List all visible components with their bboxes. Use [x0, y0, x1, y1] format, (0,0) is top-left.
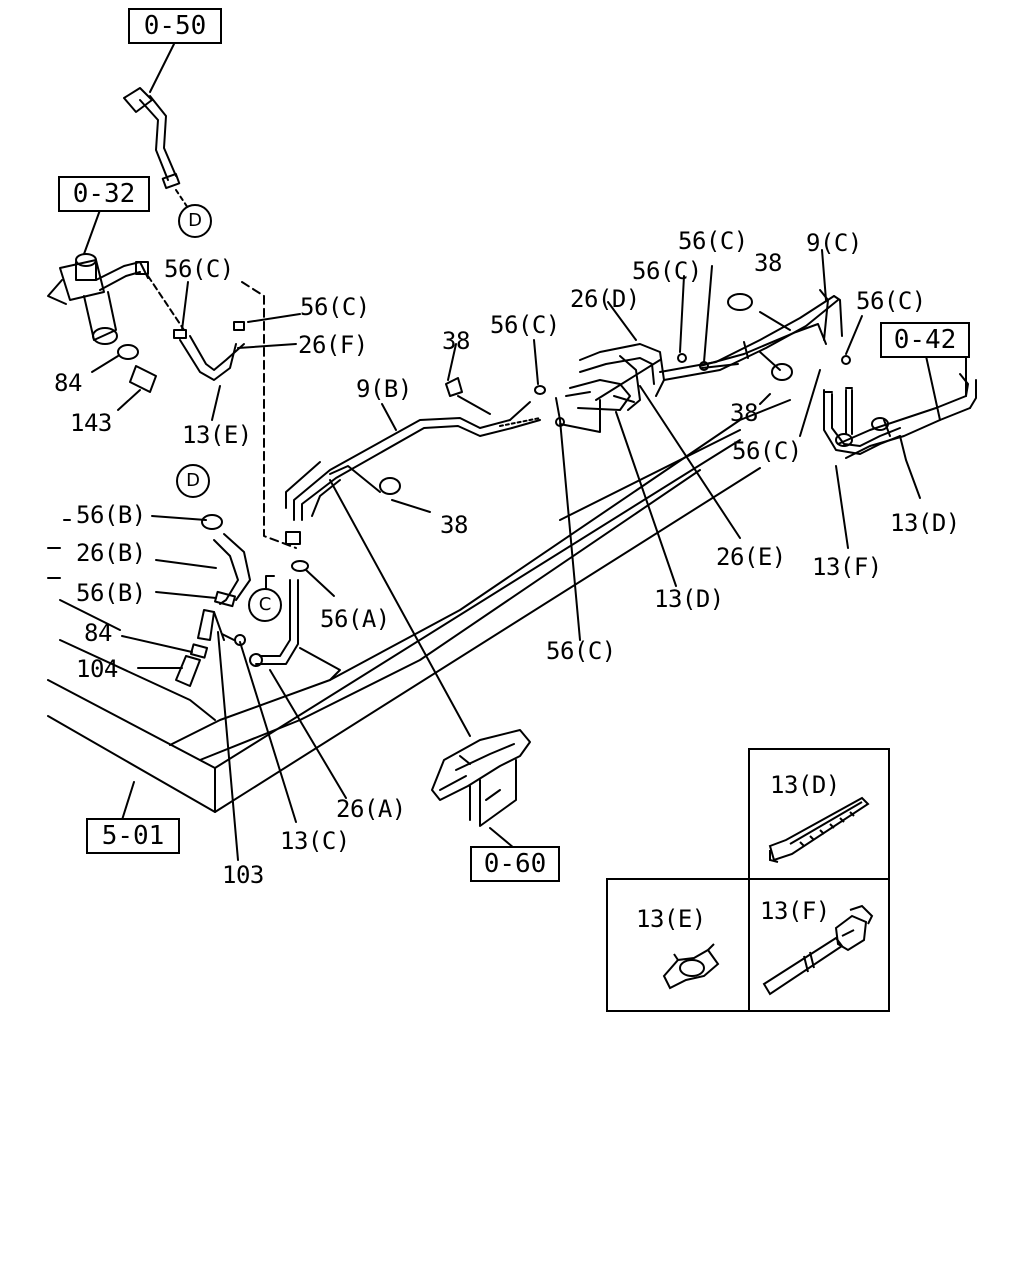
left-lower-parts: [121, 514, 297, 861]
detail-panel-label: 13(D): [770, 771, 840, 799]
callout-13d: 13(D): [654, 585, 724, 613]
detail-panel-13d: 13(D): [748, 748, 890, 882]
callout-26b: 26(B): [76, 539, 146, 567]
callout-13f: 13(F): [812, 553, 882, 581]
chassis-frame: [47, 399, 791, 813]
heater-unit-032: [47, 209, 185, 393]
hose-26d-26e: [555, 301, 741, 641]
connection-marker-c: C: [248, 588, 282, 622]
hose-26a: [249, 560, 347, 799]
bracket-060: [329, 479, 531, 849]
callout-26e: 26(E): [716, 543, 786, 571]
callout-84: 84: [84, 619, 112, 647]
hose-clip-icon: [662, 943, 720, 990]
ref-box-0-50[interactable]: 0-50: [128, 8, 222, 44]
ref-box-0-42[interactable]: 0-42: [880, 322, 970, 358]
callout-56a: 56(A): [320, 605, 390, 633]
hose-042: [799, 355, 977, 549]
callout-56c: 56(C): [300, 293, 370, 321]
callout-143: 143: [70, 409, 112, 437]
callout-84: 84: [54, 369, 82, 397]
callout-38: 38: [754, 249, 782, 277]
ref-box-label: 5-01: [101, 821, 165, 851]
callout-103: 103: [222, 861, 264, 889]
callout-56c: 56(C): [546, 637, 616, 665]
callout-13c: 13(C): [280, 827, 350, 855]
callout-56c: 56(C): [678, 227, 748, 255]
cable-tie-icon: [768, 796, 870, 863]
callout-56c: 56(C): [856, 287, 926, 315]
callout-104: 104: [76, 655, 118, 683]
callout-38: 38: [730, 399, 758, 427]
connection-marker-d: D: [176, 464, 210, 498]
detail-panel-13e: 13(E): [606, 878, 752, 1012]
pipe-050: [123, 43, 189, 209]
callout-56c: 56(C): [164, 255, 234, 283]
callout-26d: 26(D): [570, 285, 640, 313]
detail-panel-label: 13(E): [636, 905, 706, 933]
callout-56c: 56(C): [632, 257, 702, 285]
detail-panel-13f: 13(F): [748, 878, 890, 1012]
callout-56c: 56(C): [490, 311, 560, 339]
clamp-clip-icon: [762, 904, 874, 996]
callout-56b: 56(B): [76, 579, 146, 607]
callout-26f: 26(F): [298, 331, 368, 359]
callout-13e: 13(E): [182, 421, 252, 449]
pipe-9b: [285, 339, 546, 545]
callout-38: 38: [442, 327, 470, 355]
ref-box-label: 0-42: [893, 325, 957, 355]
callout-56b: 56(B): [76, 501, 146, 529]
detail-panel-label: 13(F): [760, 897, 830, 925]
pipe-9c: [659, 249, 863, 405]
ref-box-0-32[interactable]: 0-32: [58, 176, 150, 212]
ref-box-label: 0-32: [72, 179, 136, 209]
ref-box-label: 0-50: [143, 11, 207, 41]
ref-box-5-01[interactable]: 5-01: [86, 818, 180, 854]
callout-38: 38: [440, 511, 468, 539]
callout-13d: 13(D): [890, 509, 960, 537]
callout-26a: 26(A): [336, 795, 406, 823]
ref-box-0-60[interactable]: 0-60: [470, 846, 560, 882]
connection-marker-d: D: [178, 204, 212, 238]
ref-box-label: 0-60: [483, 849, 547, 879]
callout-56c: 56(C): [732, 437, 802, 465]
callout-9b: 9(B): [356, 375, 412, 403]
callout-9c: 9(C): [806, 229, 862, 257]
hose-26f: [173, 281, 297, 549]
